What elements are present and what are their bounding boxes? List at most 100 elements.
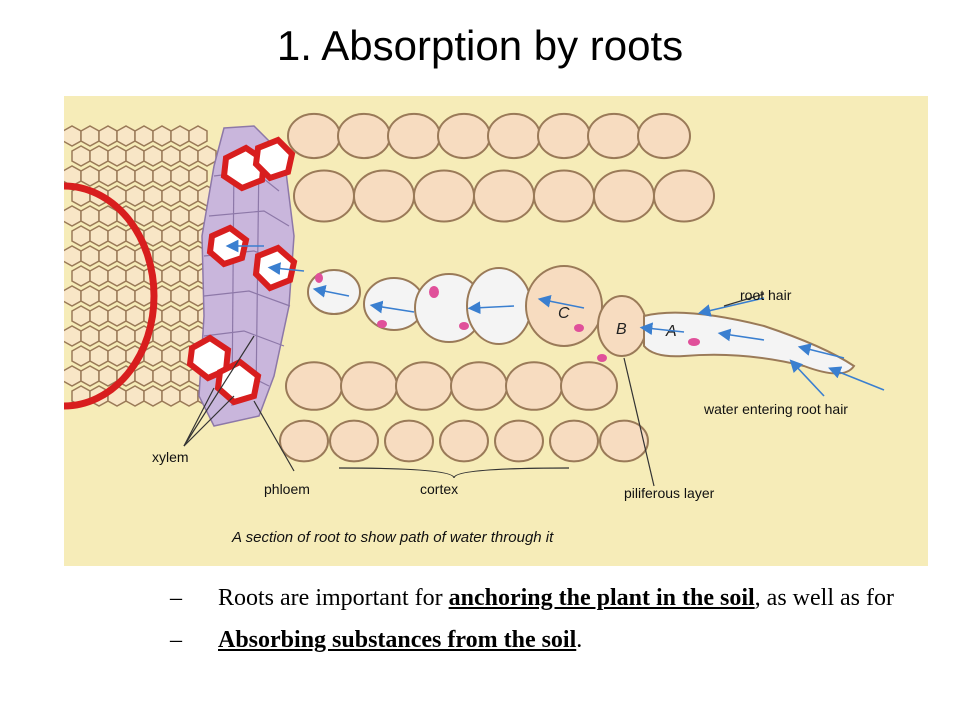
tissue-cell xyxy=(152,365,172,387)
tissue-cell xyxy=(152,245,172,267)
cortex-cell xyxy=(450,361,508,411)
label-root-hair: root hair xyxy=(740,287,792,303)
root-section-diagram: C B A xyxy=(64,96,928,566)
cortex-cell xyxy=(384,419,434,463)
cortex-cell xyxy=(487,112,541,160)
cortex-cell xyxy=(413,169,475,223)
bullet-list: – Roots are important for anchoring the … xyxy=(170,584,910,668)
cell-letter-b: B xyxy=(616,321,627,338)
cortex-cell xyxy=(599,419,649,463)
cortex-cell xyxy=(395,361,453,411)
tissue-cell xyxy=(64,365,82,387)
cortex-cell xyxy=(329,419,379,463)
tissue-cell xyxy=(170,205,190,227)
bullet-text-after: . xyxy=(576,627,583,653)
cortex-cell xyxy=(353,169,415,223)
tissue-cell xyxy=(188,165,208,187)
tissue-cell xyxy=(80,165,100,187)
label-leaders xyxy=(183,293,765,487)
label-water-entering: water entering root hair xyxy=(703,401,848,417)
bullet-dash: – xyxy=(170,627,182,653)
tissue-cell xyxy=(80,245,100,267)
tissue-cell xyxy=(134,205,154,227)
tissue-cell xyxy=(125,385,145,407)
bullet-emphasis: Absorbing substances from the soil xyxy=(218,627,577,653)
tissue-cell xyxy=(134,285,154,307)
tissue-cell xyxy=(152,205,172,227)
cortex-cell xyxy=(505,361,563,411)
tissue-cell xyxy=(80,285,100,307)
tissue-cell xyxy=(197,145,217,167)
xylem-cells xyxy=(186,136,298,406)
cortex-cell xyxy=(337,112,391,160)
tissue-cell xyxy=(179,185,199,207)
cortex-cell xyxy=(533,169,595,223)
tissue-cell xyxy=(98,245,118,267)
tissue-cell xyxy=(64,205,82,227)
tissue-cell xyxy=(64,325,82,347)
cortex-cell xyxy=(285,361,343,411)
tissue-cell xyxy=(98,165,118,187)
bullet-text: Roots are important for anchoring the pl… xyxy=(218,584,894,612)
label-piliferous: piliferous layer xyxy=(624,485,715,501)
tissue-cell xyxy=(89,345,109,367)
tissue-cell xyxy=(125,145,145,167)
water-path-arrows xyxy=(225,239,885,397)
cortex-cell xyxy=(537,112,591,160)
tissue-cell xyxy=(143,145,163,167)
tissue-cell xyxy=(161,265,181,287)
tissue-cell xyxy=(152,165,172,187)
label-phloem: phloem xyxy=(264,481,310,497)
tissue-cell xyxy=(125,265,145,287)
tissue-cell xyxy=(80,365,100,387)
root-diagram-svg: C B A xyxy=(64,96,928,566)
tissue-cell xyxy=(64,125,82,147)
cell-letter-c: C xyxy=(558,305,570,322)
cortex-cell xyxy=(293,169,355,223)
tissue-cell xyxy=(125,185,145,207)
tissue-cell xyxy=(89,265,109,287)
tissue-cell xyxy=(98,325,118,347)
nuclei xyxy=(315,273,700,362)
tissue-cell xyxy=(71,225,91,247)
cortex-cell xyxy=(387,112,441,160)
tissue-cell xyxy=(89,305,109,327)
tissue-cell xyxy=(98,125,118,147)
tissue-cell xyxy=(179,265,199,287)
cortex-cell xyxy=(340,361,398,411)
tissue-cell xyxy=(179,145,199,167)
tissue-cell xyxy=(134,365,154,387)
tissue-cell xyxy=(170,285,190,307)
tissue-cell xyxy=(134,125,154,147)
bullet-emphasis: anchoring the plant in the soil xyxy=(448,585,755,611)
tissue-cell xyxy=(143,185,163,207)
cell-letter-a: A xyxy=(665,323,677,340)
cortex-cell xyxy=(653,169,715,223)
tissue-cell xyxy=(152,325,172,347)
tissue-cell xyxy=(134,165,154,187)
tissue-cell xyxy=(170,165,190,187)
tissue-cell xyxy=(71,305,91,327)
tissue-cell xyxy=(161,305,181,327)
bullet-item-anchoring: – Roots are important for anchoring the … xyxy=(170,584,910,612)
cortex-cell xyxy=(494,419,544,463)
tissue-cell xyxy=(152,125,172,147)
tissue-cell xyxy=(179,225,199,247)
bullet-text-after: , as well as for xyxy=(754,585,894,611)
tissue-cell xyxy=(161,345,181,367)
cortex-cell xyxy=(549,419,599,463)
tissue-cell xyxy=(116,245,136,267)
tissue-cell xyxy=(116,285,136,307)
label-cortex: cortex xyxy=(420,481,458,497)
cortex-cell xyxy=(279,419,329,463)
bullet-dash: – xyxy=(170,585,182,611)
cortex-cell xyxy=(587,112,641,160)
figure-caption: A section of root to show path of water … xyxy=(231,529,554,546)
bullet-item-absorbing: – Absorbing substances from the soil. xyxy=(170,626,910,654)
tissue-cell xyxy=(179,385,199,407)
tissue-cell xyxy=(170,245,190,267)
cortex-cell xyxy=(439,419,489,463)
tissue-cell xyxy=(170,125,190,147)
tissue-cell xyxy=(188,125,208,147)
cortex-cells xyxy=(279,112,715,463)
